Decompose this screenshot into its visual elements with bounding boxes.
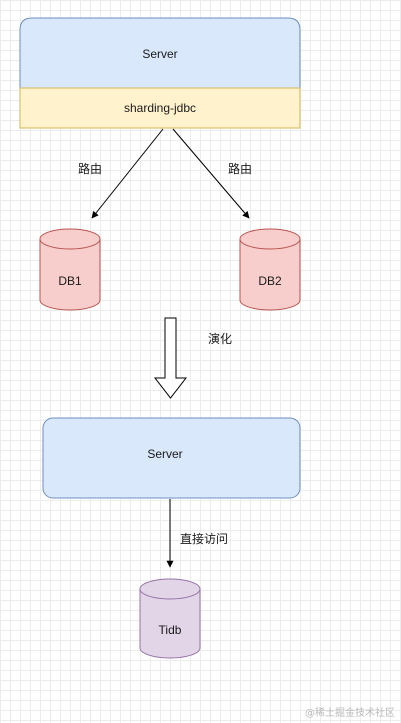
route-label-right: 路由 [228,161,252,176]
route-label-left: 路由 [78,161,102,176]
sharding-jdbc-label: sharding-jdbc [124,101,196,115]
watermark: @稀土掘金技术社区 [305,708,395,719]
bottom-server-label: Server [147,447,182,461]
tidb-cylinder[interactable]: Tidb [139,578,201,659]
top-server-label: Server [142,47,177,61]
route-arrow-right [172,128,250,219]
top-server-box[interactable]: Server [19,17,301,89]
route-arrow-left [91,128,164,219]
db2-cylinder[interactable]: DB2 [239,228,301,311]
tidb-label: Tidb [159,623,182,637]
db1-label: DB1 [58,274,82,288]
evolution-label: 演化 [208,331,232,346]
direct-access-label: 直接访问 [180,531,228,546]
bottom-server-box[interactable]: Server [42,417,301,499]
db2-label: DB2 [258,274,282,288]
sharding-jdbc-box[interactable]: sharding-jdbc [19,87,301,129]
db1-cylinder[interactable]: DB1 [39,228,101,311]
evolution-arrow [153,317,188,399]
